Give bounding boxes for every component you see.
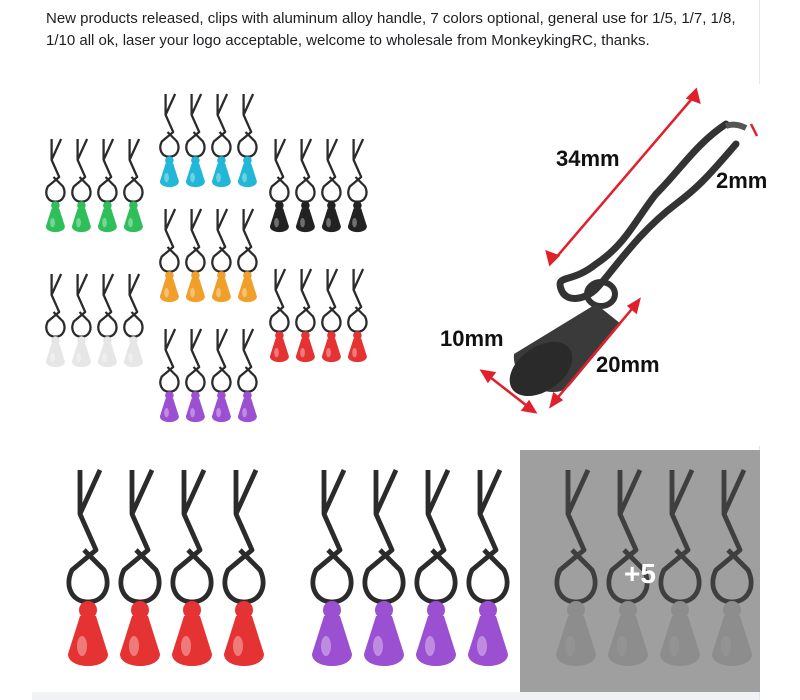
more-photos-count[interactable]: +5	[624, 558, 656, 589]
body-clip	[118, 469, 162, 666]
body-clip	[237, 208, 258, 303]
body-clip	[185, 93, 206, 188]
body-clip	[362, 469, 406, 666]
body-clip	[321, 138, 342, 233]
body-clip	[466, 469, 510, 666]
body-clip	[211, 93, 232, 188]
body-clip	[295, 268, 316, 363]
handle-width-label: 10mm	[440, 326, 504, 351]
body-clip	[310, 469, 354, 666]
body-clip	[123, 273, 144, 368]
body-clip	[66, 469, 110, 666]
handle-length-label: 20mm	[596, 352, 660, 377]
body-clip	[347, 138, 368, 233]
body-clip	[71, 138, 92, 233]
body-clip	[159, 93, 180, 188]
body-clip	[237, 93, 258, 188]
photo-purple-clips[interactable]	[276, 450, 516, 692]
purple-clips-image	[310, 469, 510, 666]
photo-red-clips[interactable]	[32, 450, 272, 692]
wire-label: 2mm	[716, 168, 767, 193]
body-clip	[170, 469, 214, 666]
body-clip	[211, 208, 232, 303]
body-clip	[185, 328, 206, 423]
body-clip	[45, 273, 66, 368]
body-clip	[347, 268, 368, 363]
body-clip	[185, 208, 206, 303]
photo-colors-assortment[interactable]	[32, 84, 394, 446]
post-text: New products released, clips with alumin…	[46, 10, 736, 49]
body-clip	[237, 328, 258, 423]
body-clip	[414, 469, 458, 666]
body-clip	[269, 268, 290, 363]
body-clip	[45, 138, 66, 233]
body-clip	[222, 469, 266, 666]
body-clip	[211, 328, 232, 423]
body-clip	[123, 138, 144, 233]
clips-assortment-image	[45, 93, 368, 423]
body-clip	[97, 138, 118, 233]
photo-more[interactable]: +5	[520, 450, 760, 692]
length-label: 34mm	[556, 146, 620, 171]
photo-dimensions[interactable]: 34mm 2mm 10mm 20mm	[396, 84, 767, 446]
body-clip	[321, 268, 342, 363]
body-clip	[159, 208, 180, 303]
red-clips-image	[66, 469, 266, 666]
more-photos-overlay	[520, 450, 760, 692]
body-clip	[295, 138, 316, 233]
body-clip	[97, 273, 118, 368]
post-divider	[32, 692, 759, 700]
post-card: New products released, clips with alumin…	[32, 0, 767, 700]
clip-dimension-diagram: 34mm 2mm 10mm 20mm	[440, 87, 767, 414]
body-clip	[269, 138, 290, 233]
body-clip	[159, 328, 180, 423]
body-clip	[71, 273, 92, 368]
